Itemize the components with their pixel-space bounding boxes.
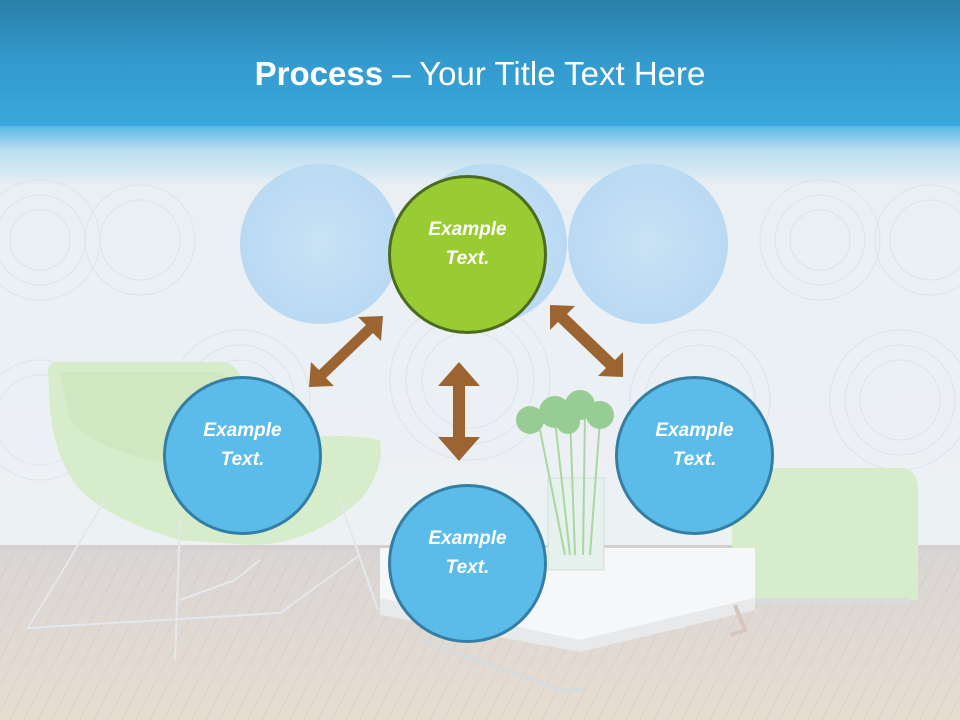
left-node[interactable]: Example Text. bbox=[163, 376, 322, 535]
bottom-node[interactable]: Example Text. bbox=[388, 484, 547, 643]
title-rest-part: – Your Title Text Here bbox=[383, 55, 706, 92]
left-node-line2: Text. bbox=[220, 448, 265, 470]
bottom-node-label: Example Text. bbox=[428, 524, 506, 582]
right-node-line1: Example bbox=[655, 419, 734, 441]
title-bold-part: Process bbox=[254, 55, 384, 92]
left-node-label: Example Text. bbox=[203, 416, 281, 474]
right-node-label: Example Text. bbox=[655, 416, 733, 474]
bottom-node-line2: Text. bbox=[445, 556, 490, 578]
slide-title: Process – Your Title Text Here bbox=[0, 52, 960, 96]
center-node-line2: Text. bbox=[445, 247, 490, 269]
right-node-line2: Text. bbox=[672, 448, 717, 470]
center-node-label: Example Text. bbox=[428, 215, 506, 273]
bottom-node-line1: Example bbox=[428, 527, 507, 549]
center-node-line1: Example bbox=[428, 218, 507, 240]
center-node[interactable]: Example Text. bbox=[388, 175, 547, 334]
right-node[interactable]: Example Text. bbox=[615, 376, 774, 535]
title-bar bbox=[0, 0, 960, 128]
left-node-line1: Example bbox=[203, 419, 282, 441]
